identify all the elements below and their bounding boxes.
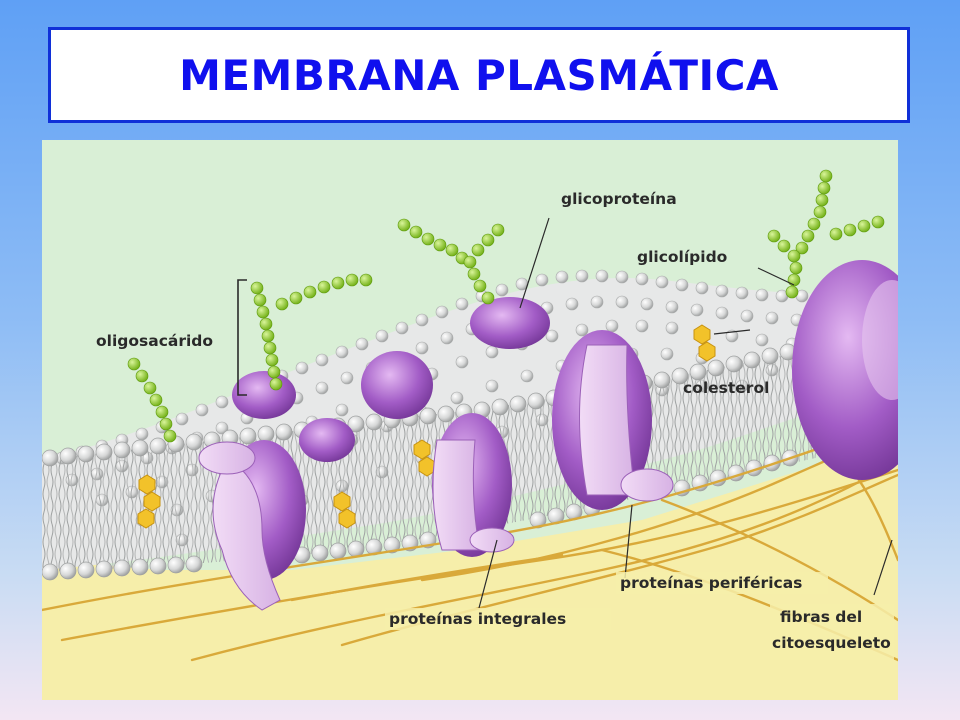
label-colesterol: colesterol: [683, 379, 769, 397]
label-proteinas-integrales: proteínas integrales: [389, 610, 566, 628]
membrane-diagram: glicoproteína glicolípido oligosacárido …: [42, 140, 898, 700]
label-glicoproteina: glicoproteína: [561, 190, 677, 208]
oligosaccharide-chains: [127, 169, 885, 443]
page-title: MEMBRANA PLASMÁTICA: [179, 50, 779, 100]
title-box: MEMBRANA PLASMÁTICA: [48, 27, 910, 123]
protein-far-right: [792, 260, 898, 480]
oligosaccharide-bracket: [237, 279, 247, 396]
label-proteinas-perifericas: proteínas periféricas: [620, 574, 802, 592]
membrane-svg: glicoproteína glicolípido oligosacárido …: [42, 140, 898, 700]
protein-middle: [432, 413, 515, 557]
label-bg-integrales: [385, 608, 611, 630]
label-bg-perifericas: [616, 572, 828, 594]
protein-large-left: [198, 440, 306, 611]
lower-head-row: [42, 449, 799, 581]
label-oligosacarido: oligosacárido: [96, 332, 213, 350]
cholesterol-molecules: [137, 324, 716, 529]
label-fibras-line1: fibras del: [780, 608, 862, 626]
label-fibras-line2: citoesqueleto: [772, 634, 891, 652]
label-glicolipido: glicolípido: [637, 248, 727, 266]
leader-lines: [478, 217, 893, 609]
protein-right-tall: [552, 330, 674, 510]
label-bg-fibras: [770, 604, 894, 660]
